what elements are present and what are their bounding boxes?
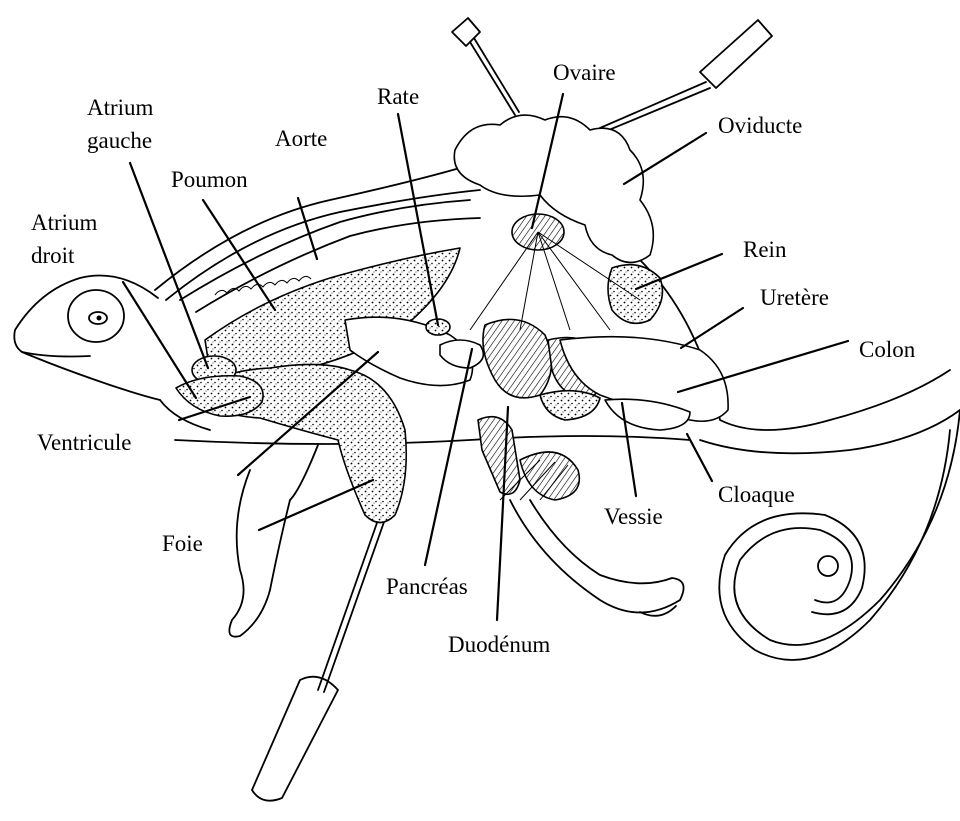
intestine-loop-3 <box>520 452 579 500</box>
label-aorte: Aorte <box>275 126 327 151</box>
label-cloaque: Cloaque <box>718 482 795 507</box>
leader-foie-2 <box>259 480 373 530</box>
leader-uretere <box>681 308 743 348</box>
label-atrium-droit-line1: Atrium <box>31 210 98 235</box>
label-vessie: Vessie <box>604 504 663 529</box>
top-probe-left <box>452 18 519 115</box>
label-colon: Colon <box>859 337 916 362</box>
chameleon-body <box>14 165 960 660</box>
label-uretere: Uretère <box>760 285 829 310</box>
leader-atrium-gauche <box>130 163 208 368</box>
leader-aorte <box>298 198 317 259</box>
label-atrium-gauche-line1: Atrium <box>87 95 154 120</box>
fat-body <box>540 391 600 420</box>
label-rein: Rein <box>743 237 787 262</box>
label-foie: Foie <box>162 531 203 556</box>
label-ovaire: Ovaire <box>553 60 616 85</box>
label-pancreas: Pancréas <box>386 574 468 599</box>
label-atrium-droit-line2: droit <box>31 243 75 268</box>
label-rate: Rate <box>377 84 419 109</box>
leader-atrium-droit <box>123 282 196 398</box>
leader-poumon <box>203 200 275 310</box>
leader-cloaque <box>687 434 712 481</box>
intestine-loop-1 <box>483 319 551 397</box>
bottom-probe <box>252 520 384 801</box>
label-oviducte: Oviducte <box>718 113 802 138</box>
kidney <box>608 265 662 324</box>
duodenum-loop <box>478 417 520 495</box>
label-ventricule: Ventricule <box>37 430 132 455</box>
label-duodenum: Duodénum <box>448 632 550 657</box>
label-poumon: Poumon <box>171 167 248 192</box>
label-atrium-gauche-line2: gauche <box>87 128 152 153</box>
